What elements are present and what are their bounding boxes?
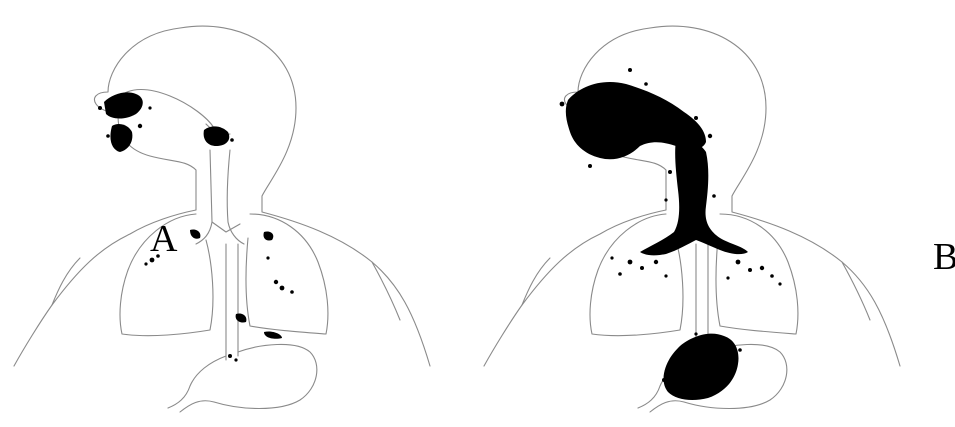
body-outline [14,26,430,412]
panel-a-body-diagram [0,0,470,427]
panel-b-body-diagram [470,0,955,427]
deposit-clusters [98,92,294,361]
panel-b-label: B [933,238,955,276]
deposit-clusters [560,68,782,400]
panel-a-label: A [150,220,177,258]
